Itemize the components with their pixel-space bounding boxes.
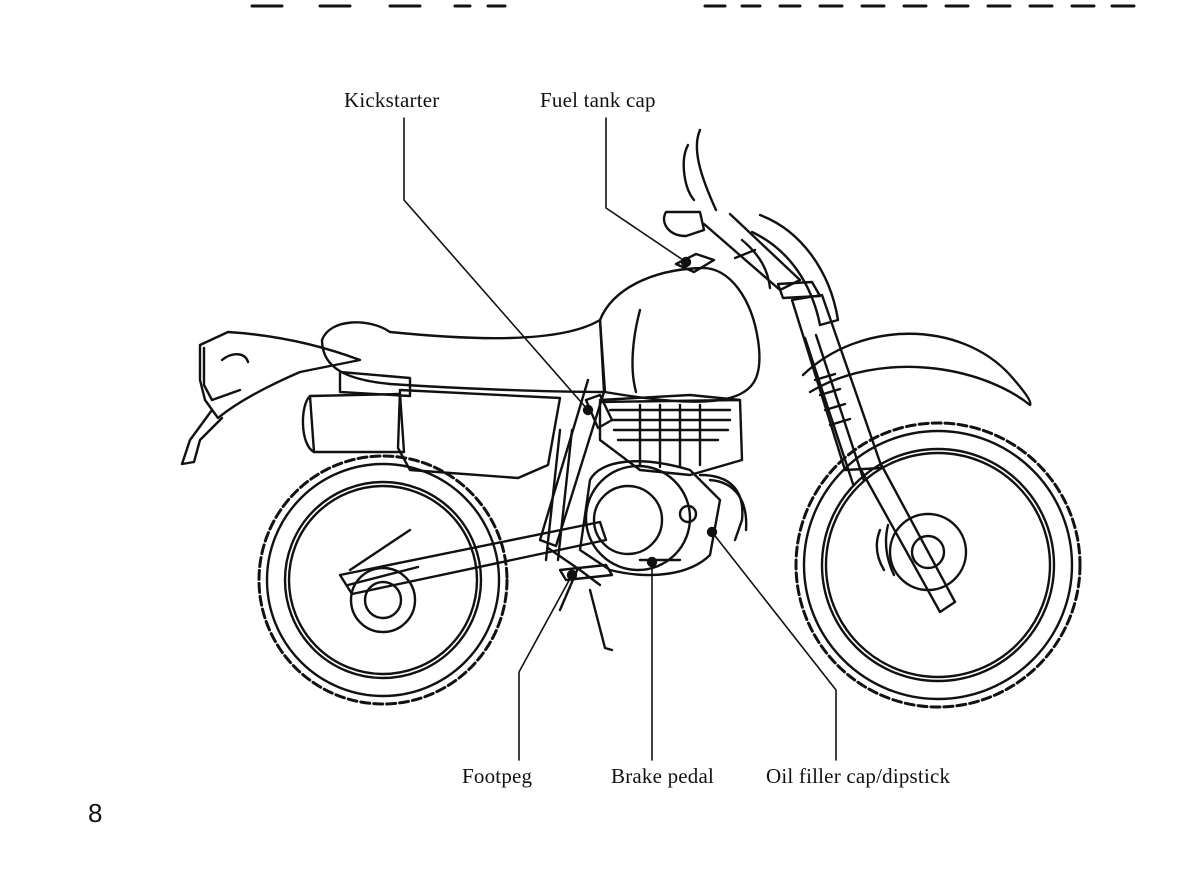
muffler: [301, 370, 412, 454]
label-footpeg: Footpeg: [462, 764, 533, 788]
label-fuel-tank-cap: Fuel tank cap: [540, 88, 656, 112]
leader-oil-filler: [711, 531, 837, 761]
rear-fender: [180, 330, 362, 466]
leader-kickstarter: [403, 117, 589, 411]
label-kickstarter: Kickstarter: [344, 88, 440, 112]
front-wheel: [794, 421, 1082, 709]
seat: [320, 318, 606, 394]
side-cover: [396, 388, 562, 480]
leader-lines: [403, 117, 837, 761]
handlebar-assembly: [662, 128, 840, 327]
page-number: 8: [88, 798, 103, 828]
leader-fuel-tank-cap: [605, 117, 687, 263]
engine: [578, 398, 748, 577]
label-brake-pedal: Brake pedal: [611, 764, 715, 788]
label-oil-filler-cap: Oil filler cap/dipstick: [766, 764, 951, 788]
rear-wheel: [257, 454, 509, 706]
frame: [338, 378, 742, 652]
fuel-tank: [598, 266, 761, 403]
leader-footpeg: [518, 574, 573, 761]
kickstarter-lever: [584, 393, 614, 430]
front-fender: [801, 332, 1032, 407]
